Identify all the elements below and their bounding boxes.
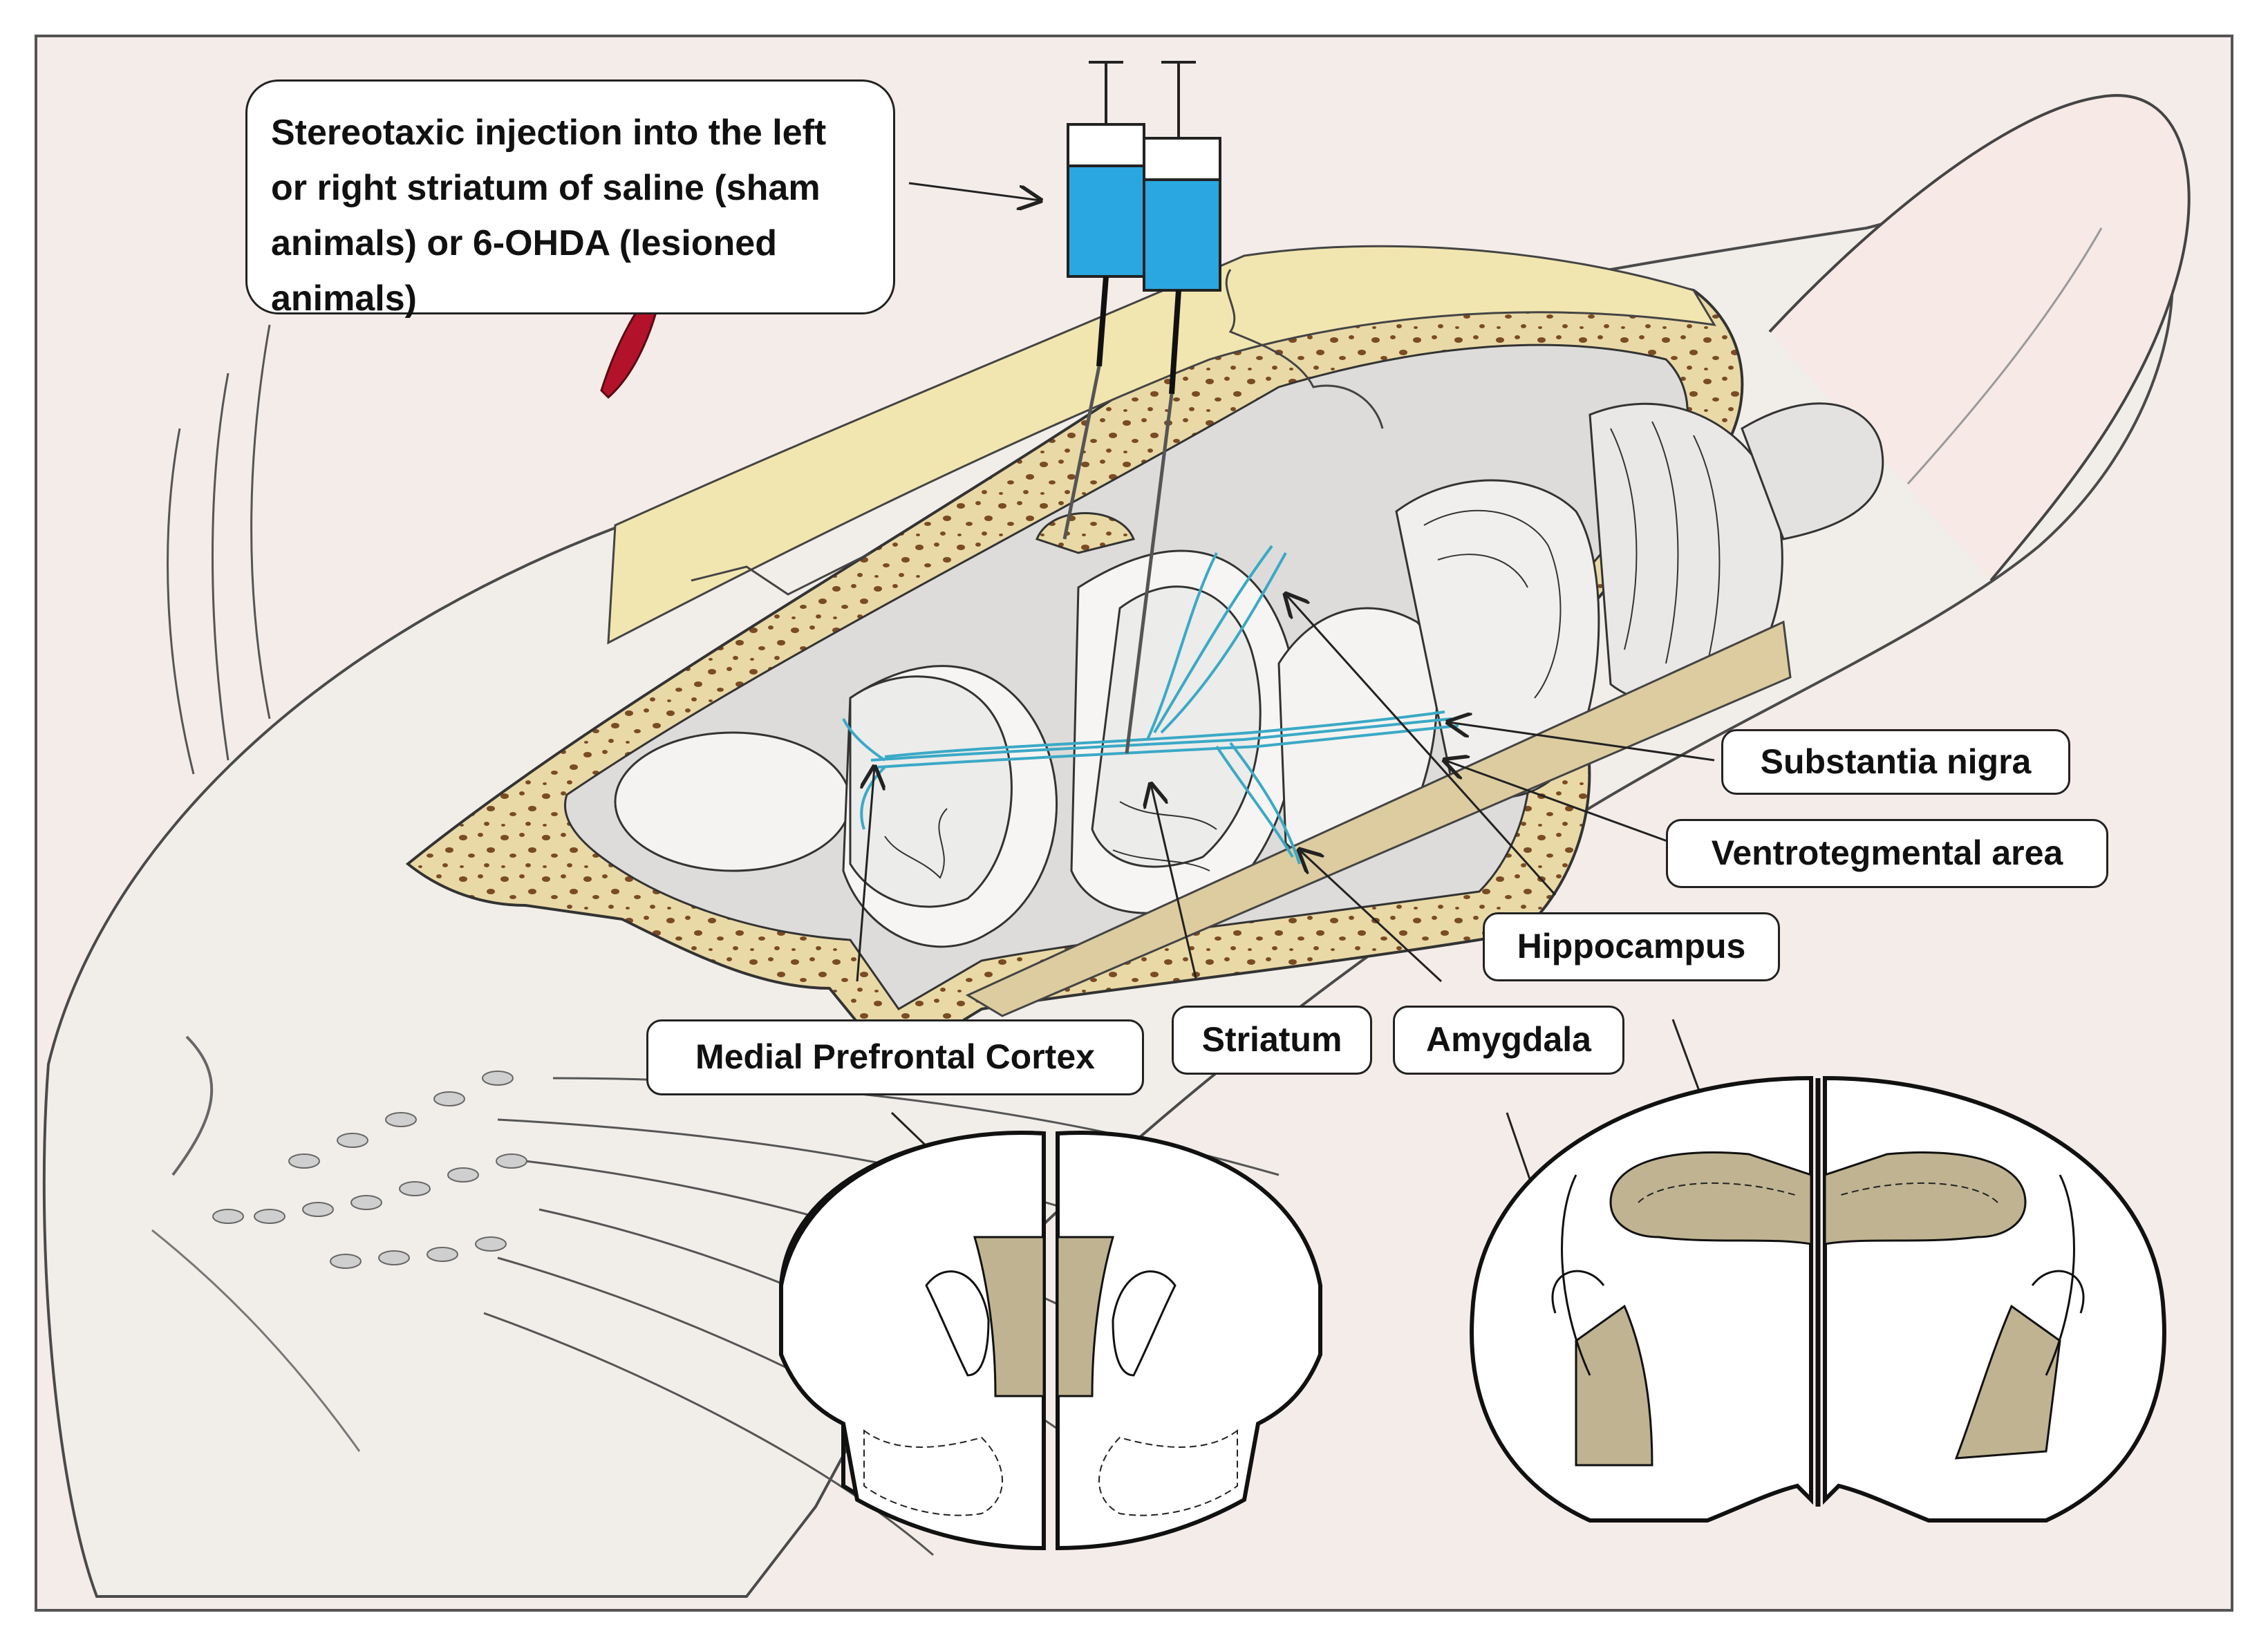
rat-ear bbox=[1768, 94, 2191, 582]
medial-prefrontal-cortex-label: Medial Prefrontal Cortex bbox=[646, 1019, 1144, 1095]
dopamine-pathway bbox=[842, 545, 1459, 865]
ventrotegmental-area-label: Ventrotegmental area bbox=[1666, 819, 2108, 888]
amygdala-label: Amygdala bbox=[1393, 1006, 1624, 1075]
injection-label: Stereotaxic injection into the left or r… bbox=[245, 79, 895, 319]
coronal-brain-section-icon bbox=[1470, 1075, 2166, 1523]
coronal-brain-section-icon bbox=[779, 1131, 1322, 1551]
syringe-icon bbox=[1062, 61, 1145, 540]
skull-top bbox=[607, 245, 1716, 645]
whisker-pads bbox=[212, 1071, 527, 1269]
hippocampus-label: Hippocampus bbox=[1483, 912, 1780, 981]
syringe-icon bbox=[1125, 61, 1221, 754]
striatum-label: Striatum bbox=[1172, 1006, 1372, 1075]
brain-slices bbox=[614, 402, 1884, 948]
substantia-nigra-label: Substantia nigra bbox=[1721, 729, 2070, 795]
